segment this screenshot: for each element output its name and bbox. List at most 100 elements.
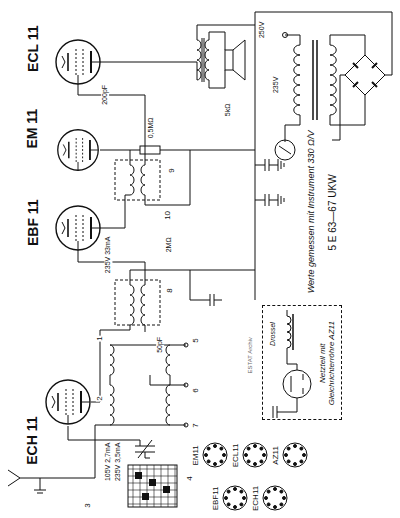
component-label: 5 E 63—67 UKW: [327, 173, 338, 251]
schematic-use: [203, 443, 227, 467]
component-label: ECH 11: [25, 415, 40, 465]
power-supply-box: Netzteil mit Gleichrichterröhre AZ11Dros…: [262, 305, 342, 420]
callout-number: 8: [166, 287, 175, 293]
schematic-use: [263, 486, 287, 510]
component-label: Werte gemessen mit Instrument 330 Ω/V: [307, 130, 317, 295]
schematic-g: [135, 472, 170, 500]
schematic-circle: [275, 140, 295, 160]
box-title: Netzteil mit Gleichrichterröhre AZ11: [318, 311, 336, 416]
component-label: 105V 2,7mA: [104, 442, 112, 483]
schematic-path: [130, 285, 134, 325]
component-label: 235V 33mA: [104, 236, 112, 275]
schematic-path: [130, 165, 134, 195]
schematic-path: [255, 12, 256, 300]
schematic-path: [345, 55, 385, 95]
component-label: 235V: [272, 76, 280, 94]
schematic-path: [385, 75, 392, 76]
schematic-path: [294, 45, 300, 115]
schematic-rect: [115, 280, 160, 325]
component-label: 2MΩ: [164, 236, 172, 253]
callout-number: 6: [192, 387, 201, 393]
schematic-path: [209, 32, 225, 50]
schematic-use: [46, 380, 90, 424]
schematic-use: [283, 443, 307, 467]
component-label: 5kΩ: [224, 103, 232, 118]
schematic-path: [190, 270, 222, 306]
schematic-path: [330, 35, 365, 55]
component-label: ECL11: [232, 442, 241, 468]
schematic-path: [166, 345, 170, 375]
schematic-path: [135, 440, 155, 458]
schematic-line: [316, 40, 318, 120]
component-label: 50pF: [156, 336, 164, 354]
schematic-path: [255, 194, 284, 206]
schematic-path: [34, 478, 46, 493]
schematic-line: [202, 38, 203, 82]
schematic-use: [58, 130, 98, 170]
schematic-rect: [142, 493, 149, 500]
schematic-rect: [128, 465, 177, 507]
component-label: 200pF: [101, 84, 109, 106]
schematic-use: [223, 486, 247, 510]
schematic-path: [205, 40, 209, 80]
schematic-circle: [184, 343, 188, 347]
schematic-rect: [115, 160, 160, 200]
schematic-path: [353, 63, 377, 87]
schematic-path: [141, 285, 145, 325]
schematic-path: [8, 425, 110, 486]
schematic-path: [100, 62, 197, 80]
schematic-path: [130, 270, 255, 285]
schematic-use: [56, 40, 100, 84]
schematic-path: [100, 150, 140, 151]
callout-number: 10: [164, 209, 173, 220]
schematic-path: [130, 150, 131, 165]
schematic-line: [204, 38, 205, 82]
schematic-path: [197, 40, 201, 80]
callout-number: 7: [192, 422, 201, 428]
component-label: ESTAT Archiv: [247, 336, 254, 374]
schematic-rect: [135, 472, 142, 479]
schematic-path: [209, 70, 225, 88]
schematic-path: [255, 159, 284, 171]
schematic-line: [312, 40, 314, 120]
component-label: ECL 11: [26, 24, 41, 72]
callout-number: 2: [96, 395, 105, 401]
component-label: 250V: [258, 21, 266, 39]
component-label: EM 11: [25, 107, 40, 149]
callout-number: 9: [168, 167, 177, 173]
schematic-path: [332, 75, 345, 140]
component-label: EM11: [192, 444, 201, 466]
component-label: 235V 3,5mA: [114, 442, 122, 483]
callout-number: 3: [84, 502, 93, 508]
schematic-path: [150, 375, 186, 385]
schematic-path: [110, 385, 114, 425]
schematic-path: [91, 325, 130, 402]
schematic-path: [279, 140, 291, 154]
schematic-path: [110, 345, 114, 375]
schematic-path: [233, 40, 245, 80]
schematic-circle: [283, 33, 288, 38]
schematic-path: [100, 195, 130, 228]
callout-number: 4: [186, 475, 195, 481]
schematic-g: [8, 12, 392, 510]
schematic-rect: [140, 146, 160, 154]
schematic-path: [197, 25, 255, 40]
component-label: ECH11: [252, 484, 261, 511]
schematic-rect: [225, 50, 233, 70]
schematic-circle: [184, 423, 188, 427]
schematic-path: [78, 84, 145, 165]
schematic-path: [145, 325, 146, 332]
schematic-path: [160, 150, 255, 151]
callout-number: 1: [96, 335, 105, 341]
schematic-rect: [149, 479, 156, 486]
schematic-path: [330, 95, 365, 125]
schematic-path: [255, 12, 392, 75]
schematic-rect: [163, 486, 170, 493]
schematic-path: [141, 165, 145, 195]
schematic-path: [145, 150, 190, 205]
schematic-path: [166, 385, 170, 425]
schematic-use: [243, 443, 267, 467]
component-label: 0,5MΩ: [146, 116, 154, 139]
callout-number: 5: [192, 337, 201, 343]
